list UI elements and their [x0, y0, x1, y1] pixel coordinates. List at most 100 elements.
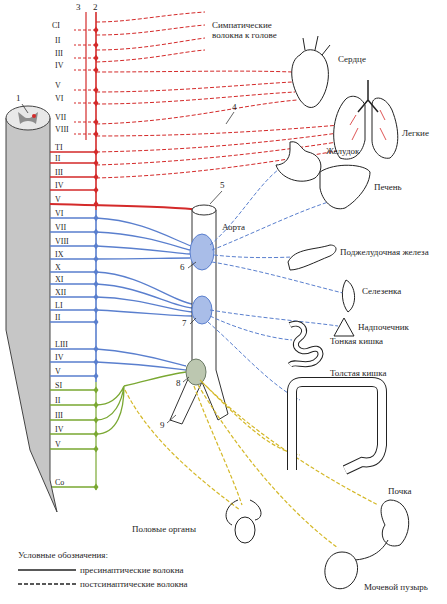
small-intestine-fill [290, 324, 320, 365]
segment-label: III [55, 411, 63, 420]
large-intestine-fill [292, 382, 382, 470]
segment-label: VI [55, 209, 63, 218]
segment-label: IX [55, 250, 63, 259]
segment-label: II [55, 154, 60, 163]
segment-label: XII [55, 288, 66, 297]
trachea [358, 80, 378, 112]
organ-label: Толстая кишка [330, 368, 386, 378]
segment-label: VIII [55, 125, 69, 134]
callout-number: 8 [176, 378, 181, 388]
adrenal-gland [334, 318, 354, 336]
legend-text: пресинаптические волокна [80, 565, 184, 575]
callout-number: 4 [232, 102, 237, 112]
liver [320, 165, 370, 209]
stomach [276, 142, 321, 181]
organ-label: Симпатические волокна к голове [212, 20, 296, 40]
preganglionic-fiber [50, 218, 96, 376]
heart [292, 36, 330, 107]
segment-label: II [55, 36, 60, 45]
segment-label: III [55, 168, 63, 177]
celiac-ganglion [190, 234, 214, 270]
legend-solid-line [18, 569, 76, 571]
organ-label: Почка [388, 486, 412, 496]
callout-number: 3 [76, 2, 81, 12]
segment-label: X [55, 263, 61, 272]
trunk-line [85, 12, 86, 140]
leader-line [22, 104, 28, 113]
postganglionic-fiber [96, 12, 205, 62]
leader-line [167, 262, 196, 423]
callout-number: 2 [93, 2, 98, 12]
organ-label: Аорта [222, 222, 245, 232]
trunk-ganglion [94, 215, 99, 380]
segment-label: IV [55, 425, 63, 434]
segment-label: V [55, 440, 61, 449]
segment-label: TI [55, 143, 63, 152]
segment-label: XI [55, 275, 63, 284]
organ-label: Поджелудочная железа [340, 247, 429, 257]
leader-line [210, 191, 222, 204]
large-intestine [292, 382, 382, 470]
segment-label: LIII [55, 340, 68, 349]
segment-label: V [55, 195, 61, 204]
segment-label: VII [55, 113, 66, 122]
segment-label: VII [55, 223, 66, 232]
preganglionic-fiber [50, 390, 96, 487]
organ-label: Желудок [326, 146, 359, 156]
legend-text: постсинаптические волокна [80, 579, 188, 589]
segment-label: V [55, 81, 61, 90]
legend-heading: Условные обозначения: [18, 550, 108, 560]
segment-label: CI [52, 21, 60, 30]
segment-label: V [55, 367, 61, 376]
organ-label: Печень [374, 182, 402, 192]
segment-label: Co [55, 478, 64, 487]
trunk-ganglion [94, 387, 99, 491]
segment-label: VIII [55, 237, 69, 246]
callout-number: 9 [160, 420, 165, 430]
aorta-opening [192, 205, 216, 215]
mesenteric-ganglion [192, 296, 212, 324]
pancreas [288, 245, 336, 270]
segment-label: SI [55, 381, 62, 390]
ureter [352, 540, 388, 560]
organ-label: Селезенка [362, 286, 401, 296]
small-intestine [290, 324, 320, 365]
leader-line [226, 112, 234, 124]
aorta [170, 210, 228, 424]
preganglionic-fiber [50, 152, 96, 190]
callout-number: 5 [220, 180, 225, 190]
splanchnic-nerve [96, 218, 192, 370]
lung-vessel [350, 110, 386, 140]
callout-number: 1 [16, 93, 21, 103]
segment-label: IV [55, 181, 63, 190]
organ-label: Мочевой пузырь [364, 582, 428, 592]
hypogastric-ganglion [186, 359, 206, 385]
organ-label: Тонкая кишка [330, 336, 383, 346]
segment-label: LI [55, 301, 63, 310]
segment-label: II [55, 313, 60, 322]
organ-label: Половые органы [132, 524, 196, 534]
callout-number: 7 [182, 318, 187, 328]
lateral-horn [32, 114, 36, 118]
cord-section [6, 106, 50, 130]
preganglionic-fiber [50, 204, 200, 210]
grey-matter [18, 112, 38, 124]
spinal-cord [6, 118, 57, 512]
legend-dashed-line [18, 583, 76, 585]
segment-label: VI [55, 94, 63, 103]
organ-label: Легкие [402, 128, 429, 138]
organ-label: Надпочечник [358, 322, 409, 332]
segment-label: II [55, 396, 60, 405]
postganglionic-fiber [125, 380, 378, 548]
organ-label: Сердце [338, 54, 366, 64]
postganglionic-fiber [208, 165, 343, 400]
urinary-bladder [325, 552, 358, 589]
segment-label: IV [55, 61, 63, 70]
segment-label: III [55, 49, 63, 58]
postganglionic-fiber [96, 71, 297, 124]
spleen [342, 280, 354, 312]
genital-organ [235, 517, 255, 543]
trunk-ganglion [94, 27, 99, 208]
